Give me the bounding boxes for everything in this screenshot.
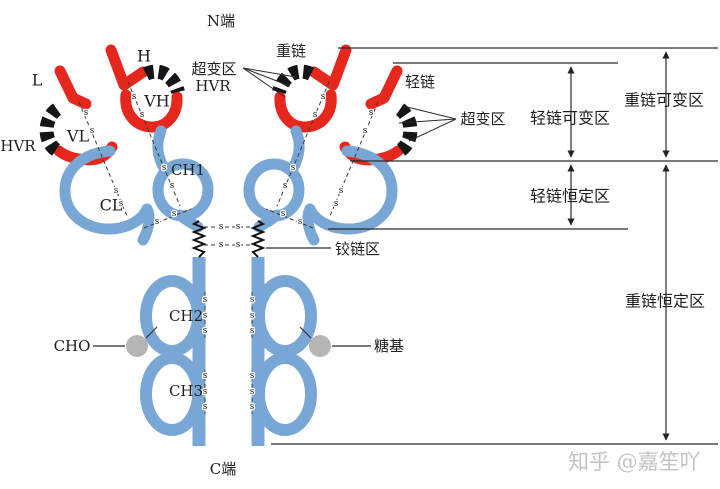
ch3-loop: [140, 352, 204, 436]
fc-half-left: [126, 220, 207, 446]
svg-text:s: s: [236, 240, 241, 250]
svg-text:s: s: [321, 92, 326, 102]
svg-text:s: s: [219, 240, 224, 250]
hvr-fan-heavy: [142, 64, 185, 95]
light-chain-l-label: L: [32, 71, 43, 90]
heavy-chain-h-label: H: [137, 47, 151, 66]
heavy-chain-tip-red: [105, 44, 149, 91]
hinge-spring: [191, 220, 207, 258]
ch1-label: CH1: [171, 161, 205, 179]
vh-label: VH: [143, 92, 170, 111]
ch1-hinge-stub: [174, 209, 204, 233]
svg-text:s: s: [339, 186, 344, 196]
hvr-right-label: 超变区: [460, 110, 505, 128]
hvr-fan-light: [39, 101, 64, 156]
heavy-chain-vh-ring: [120, 89, 183, 133]
cl-ch1-disulfide-line: [143, 208, 192, 229]
svg-text:s: s: [250, 402, 255, 412]
region-heavy-variable-label: 重链可变区: [624, 91, 704, 110]
svg-text:s: s: [363, 126, 368, 136]
ch1-neck: [152, 125, 170, 174]
heavy-chain-label: 重链: [276, 42, 306, 60]
region-light-variable-label: 轻链可变区: [530, 109, 610, 128]
vl-label: VL: [66, 127, 90, 146]
svg-text:s: s: [250, 295, 255, 305]
ch3-label: CH3: [169, 382, 203, 400]
svg-text:s: s: [132, 92, 137, 102]
svg-text:s: s: [170, 181, 175, 191]
fab-arm-left: [39, 44, 214, 246]
svg-text:s: s: [140, 110, 145, 120]
svg-text:s: s: [291, 163, 296, 173]
svg-text:s: s: [203, 295, 208, 305]
svg-text:s: s: [119, 199, 124, 209]
light-chain-label: 轻链: [405, 73, 435, 91]
svg-text:s: s: [203, 402, 208, 412]
svg-text:s: s: [155, 217, 160, 227]
svg-text:s: s: [203, 326, 208, 336]
watermark: 知乎 @嘉笙吖: [568, 450, 701, 474]
svg-text:s: s: [219, 222, 224, 232]
svg-text:s: s: [84, 108, 89, 118]
glycan-stub-line: [145, 326, 158, 339]
svg-text:s: s: [90, 126, 95, 136]
cho-label: CHO: [54, 337, 91, 355]
hvr-top-pointer-lines: [242, 67, 297, 98]
svg-text:s: s: [162, 163, 167, 173]
n-terminus-label: N端: [207, 12, 235, 30]
fab-arm-right: [249, 50, 410, 240]
region-light-constant-label: 轻链恒定区: [530, 187, 610, 206]
svg-text:s: s: [114, 186, 119, 196]
svg-text:s: s: [283, 181, 288, 191]
svg-text:s: s: [250, 311, 255, 321]
svg-text:s: s: [369, 108, 374, 118]
glycan-label: 糖基: [374, 337, 404, 355]
svg-text:s: s: [172, 209, 177, 219]
svg-text:s: s: [298, 217, 303, 227]
heavy-chain-disulfide-line: [127, 81, 181, 207]
hinge-label: 铰链区: [335, 240, 380, 258]
svg-text:s: s: [250, 371, 255, 381]
svg-text:s: s: [281, 209, 286, 219]
ch2-loop: [140, 275, 204, 357]
glycan-dot: [126, 335, 148, 357]
hvr-right-pointer-lines: [398, 105, 457, 142]
svg-text:s: s: [313, 110, 318, 120]
svg-text:s: s: [250, 387, 255, 397]
cl-loop: [59, 145, 155, 246]
svg-text:s: s: [203, 387, 208, 397]
ch2-label: CH2: [169, 307, 203, 325]
fc-half-right: [252, 221, 331, 446]
svg-text:s: s: [203, 311, 208, 321]
hvr-top-en-label: HVR: [195, 77, 231, 95]
disulfide-s-letters: s s s s s s s s s s s s s s s s s s s s …: [82, 91, 375, 414]
light-chain-tip-red: [54, 65, 92, 110]
svg-text:s: s: [334, 199, 339, 209]
region-heavy-constant-label: 重链恒定区: [625, 292, 705, 311]
hvr-top-cn-label: 超变区: [191, 60, 236, 78]
hvr-left-label: HVR: [0, 137, 36, 155]
c-terminus-label: C端: [210, 460, 236, 478]
svg-text:s: s: [203, 371, 208, 381]
cl-label: CL: [100, 196, 123, 215]
svg-text:s: s: [236, 222, 241, 232]
svg-text:s: s: [250, 326, 255, 336]
